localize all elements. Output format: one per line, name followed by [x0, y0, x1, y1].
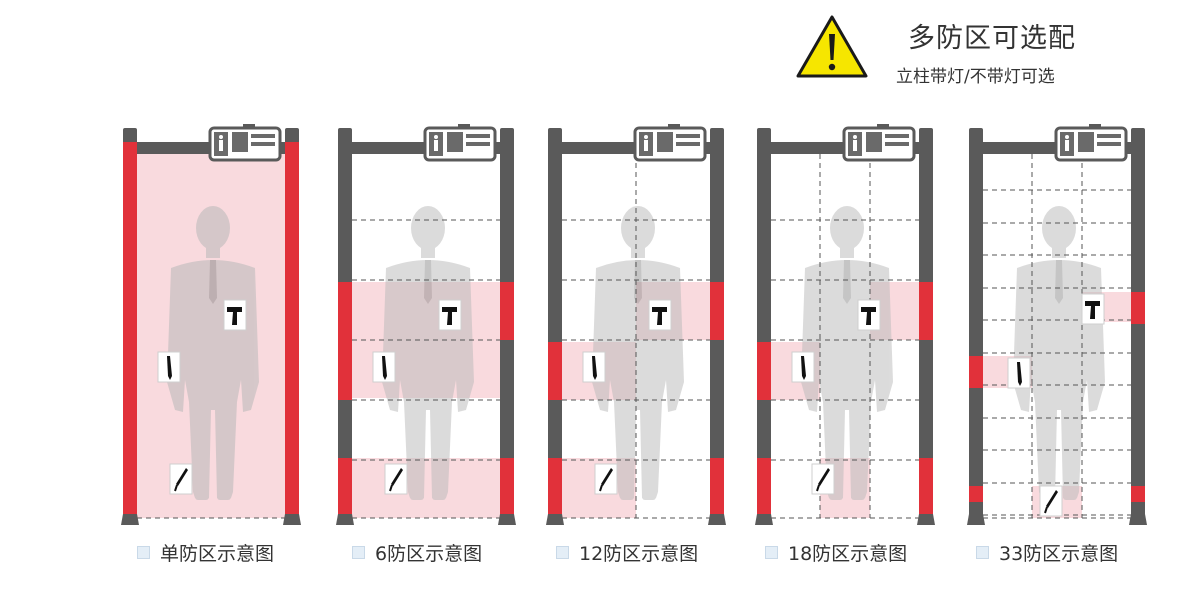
active-zone — [352, 458, 500, 518]
gate-diagram-18-zones — [755, 124, 935, 525]
page-title: 多防区可选配 — [908, 23, 1076, 54]
pillar-light — [757, 458, 771, 518]
gate-pillar — [283, 128, 301, 525]
gate-top-beam — [983, 124, 1131, 162]
pillar-foot — [546, 514, 564, 525]
caption-text: 12防区示意图 — [579, 542, 699, 565]
gate-pillar — [1129, 128, 1147, 525]
person-silhouette — [592, 206, 684, 500]
gun-icon — [648, 299, 672, 331]
gate-pillar — [546, 128, 564, 525]
pillar-foot — [283, 514, 301, 525]
gate-pillar — [917, 128, 935, 525]
person-silhouette — [382, 206, 474, 500]
pillar-foot — [1129, 514, 1147, 525]
pillar-light — [919, 282, 933, 340]
caption-6-zones: 6防区示意图 — [352, 540, 483, 565]
gate-top-beam — [352, 124, 500, 162]
pillar-light — [1131, 486, 1145, 502]
gate-top-beam — [771, 124, 919, 162]
pillar-foot — [498, 514, 516, 525]
pillar-foot — [336, 514, 354, 525]
gate-pillar — [498, 128, 516, 525]
gate-diagram-12-zones — [546, 124, 726, 525]
screwdriver-icon — [811, 463, 835, 495]
gate-diagram-single-zone — [121, 124, 301, 525]
pillar-light — [285, 142, 299, 518]
gun-icon — [223, 299, 247, 331]
caption-33-zones: 33防区示意图 — [976, 540, 1119, 565]
caption-single-zone: 单防区示意图 — [137, 540, 275, 565]
caption-bullet-icon — [137, 545, 150, 559]
pillar-foot — [121, 514, 139, 525]
pillar-light — [919, 458, 933, 518]
pillar-foot — [708, 514, 726, 525]
caption-bullet-icon — [352, 545, 365, 559]
pillar-light — [710, 282, 724, 340]
pillar-light — [710, 458, 724, 518]
caption-12-zones: 12防区示意图 — [556, 540, 699, 565]
caption-18-zones: 18防区示意图 — [765, 540, 908, 565]
page-subtitle: 立柱带灯/不带灯可选 — [896, 67, 1055, 87]
caption-text: 33防区示意图 — [999, 542, 1119, 565]
knife-icon — [1007, 357, 1031, 389]
caption-text: 单防区示意图 — [160, 542, 275, 565]
pillar-light — [338, 282, 352, 400]
pillar-light — [1131, 292, 1145, 324]
pillar-light — [500, 458, 514, 518]
person-silhouette — [801, 206, 893, 500]
gate-pillar — [708, 128, 726, 525]
gate-pillar — [336, 128, 354, 525]
gate-top-beam — [137, 124, 285, 162]
pillar-light — [548, 458, 562, 518]
screwdriver-icon — [1039, 485, 1063, 517]
warning-triangle-icon — [796, 15, 868, 78]
gate-pillar — [755, 128, 773, 525]
pillar-light — [969, 486, 983, 502]
knife-icon — [372, 351, 396, 383]
gate-pillar — [121, 128, 139, 525]
caption-bullet-icon — [976, 545, 989, 559]
pillar-light — [969, 356, 983, 388]
caption-bullet-icon — [765, 545, 778, 559]
gun-icon — [1081, 293, 1105, 325]
gun-icon — [438, 299, 462, 331]
gate-diagram-6-zones — [336, 124, 516, 525]
caption-text: 6防区示意图 — [375, 542, 483, 565]
caption-bullet-icon — [556, 545, 569, 559]
pillar-light — [123, 142, 137, 518]
screwdriver-icon — [169, 463, 193, 495]
pillar-light — [757, 342, 771, 400]
pillar-light — [548, 342, 562, 400]
pillar-foot — [917, 514, 935, 525]
caption-text: 18防区示意图 — [788, 542, 908, 565]
gate-top-beam — [562, 124, 710, 162]
pillar-foot — [755, 514, 773, 525]
knife-icon — [582, 351, 606, 383]
pillar-light — [338, 458, 352, 518]
gun-icon — [857, 299, 881, 331]
knife-icon — [791, 351, 815, 383]
gate-pillar — [967, 128, 985, 525]
pillar-foot — [967, 514, 985, 525]
screwdriver-icon — [384, 463, 408, 495]
screwdriver-icon — [594, 463, 618, 495]
pillar-light — [500, 282, 514, 340]
knife-icon — [157, 351, 181, 383]
gate-diagram-33-zones — [967, 124, 1147, 525]
